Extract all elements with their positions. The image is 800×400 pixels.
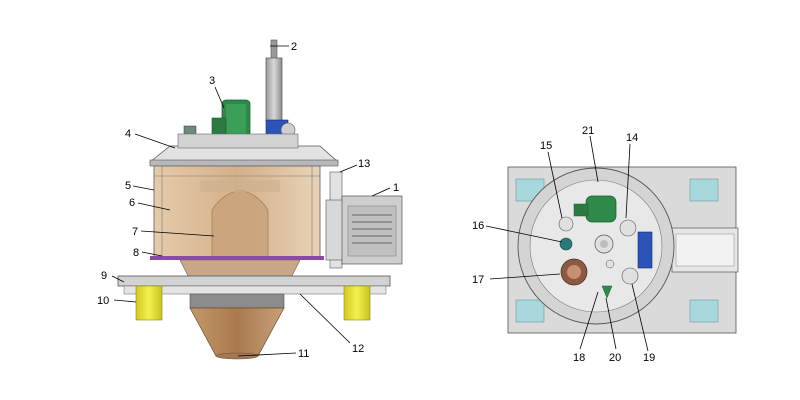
label-15: 15 — [540, 140, 552, 152]
label-2: 2 — [291, 41, 297, 53]
label-10: 10 — [97, 295, 109, 307]
cylinder-assembly — [265, 39, 296, 143]
side-view — [111, 39, 403, 360]
motor-top — [573, 195, 617, 223]
lid — [148, 133, 340, 167]
label-9: 9 — [101, 270, 107, 282]
label-8: 8 — [133, 247, 139, 259]
label-21: 21 — [582, 125, 594, 137]
label-14: 14 — [626, 132, 638, 144]
outlet-chute — [671, 227, 739, 273]
leader-lines-right — [485, 135, 649, 352]
label-11: 11 — [298, 348, 309, 360]
control-box — [341, 195, 403, 265]
inspection-windows — [515, 178, 719, 323]
motor — [183, 99, 251, 141]
fittings — [558, 216, 653, 299]
label-3: 3 — [209, 75, 215, 87]
label-19: 19 — [643, 352, 655, 364]
label-17: 17 — [472, 274, 484, 286]
seal-ring — [150, 256, 324, 260]
label-18: 18 — [573, 352, 585, 364]
basket — [153, 165, 321, 259]
label-7: 7 — [132, 226, 138, 238]
label-20: 20 — [609, 352, 621, 364]
top-view — [485, 135, 739, 352]
shock-absorbers — [135, 285, 371, 321]
label-5: 5 — [125, 180, 131, 192]
leader-lines-left — [111, 45, 391, 357]
discharge-cone — [189, 293, 285, 360]
label-4: 4 — [125, 128, 131, 140]
label-16: 16 — [472, 220, 484, 232]
label-13: 13 — [358, 158, 370, 170]
label-12: 12 — [352, 343, 364, 355]
label-1: 1 — [393, 182, 399, 194]
label-6: 6 — [129, 197, 135, 209]
part-labels: 1 2 3 4 5 6 7 8 9 10 11 12 13 14 15 16 1… — [97, 41, 655, 364]
